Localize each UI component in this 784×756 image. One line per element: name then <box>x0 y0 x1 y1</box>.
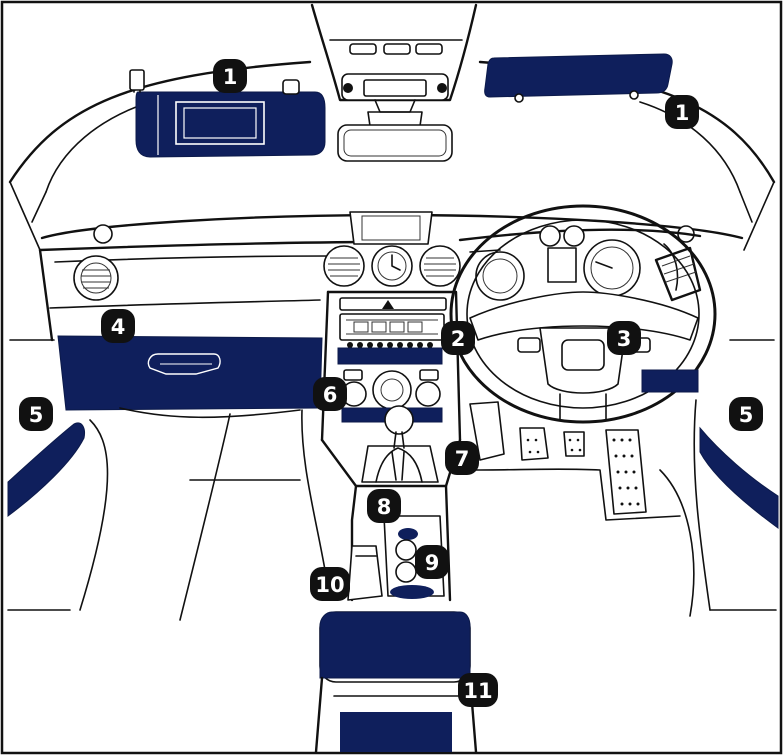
overhead-console <box>310 3 478 127</box>
rear-view-mirror <box>337 124 453 162</box>
instrument-cluster <box>458 225 702 302</box>
floor-and-seats <box>7 339 777 621</box>
callout-badge-door-pocket-right: 5 <box>729 397 763 431</box>
callout-number: 3 <box>617 327 632 351</box>
callout-badge-door-pocket-left: 5 <box>19 397 53 431</box>
callout-badge-cup-holders: 9 <box>415 545 449 579</box>
door-pocket-left <box>7 422 85 518</box>
callout-badge-shape <box>665 95 699 129</box>
door-pocket-right <box>699 426 779 529</box>
armrest-base <box>314 676 478 754</box>
callout-number: 4 <box>111 315 126 339</box>
callout-badge-shape <box>415 545 449 579</box>
glove-box <box>57 335 323 411</box>
callout-badge-console-lower-tray: 6 <box>313 377 347 411</box>
sun-visor-left <box>129 69 326 158</box>
callout-badge-shape <box>607 321 641 355</box>
callout-badge-console-storage-8: 8 <box>367 489 401 523</box>
callout-badge-shape <box>313 377 347 411</box>
steering-wheel <box>449 204 717 424</box>
callout-number: 1 <box>223 65 238 89</box>
callout-number: 6 <box>323 383 338 407</box>
callout-number: 5 <box>739 403 754 427</box>
callout-badge-driver-side-compartment: 3 <box>607 321 641 355</box>
pedals <box>467 401 681 521</box>
callout-number: 11 <box>463 679 492 703</box>
driver-side-compartment <box>641 369 699 393</box>
sun-visor-right <box>484 53 673 103</box>
callout-badge-shape <box>729 397 763 431</box>
callout-badge-dashboard-center-tray: 2 <box>441 321 475 355</box>
gear-lever <box>320 405 462 488</box>
callout-number: 1 <box>675 101 690 125</box>
callout-number: 9 <box>425 551 440 575</box>
callout-number: 7 <box>455 447 470 471</box>
callout-number: 10 <box>315 573 344 597</box>
callout-number: 5 <box>29 403 44 427</box>
dashboard <box>38 211 695 442</box>
callout-badge-shape <box>19 397 53 431</box>
callout-number: 2 <box>451 327 466 351</box>
dashboard-center-tray <box>337 347 443 365</box>
callout-badge-shape <box>310 567 350 601</box>
callout-badge-footwell-storage: 7 <box>445 441 479 475</box>
callout-badge-shape <box>445 441 479 475</box>
callout-badge-sun-visor-left: 1 <box>213 59 247 93</box>
callout-badge-sun-visor-right: 1 <box>665 95 699 129</box>
callout-badge-shape <box>441 321 475 355</box>
callout-badge-shape <box>101 309 135 343</box>
callout-number: 8 <box>377 495 392 519</box>
callout-badge-shape <box>213 59 247 93</box>
callout-badge-shape <box>367 489 401 523</box>
callout-badge-armrest-box: 11 <box>458 673 498 707</box>
callout-badge-shape <box>458 673 498 707</box>
callout-badge-glove-box: 4 <box>101 309 135 343</box>
callout-badge-console-storage-10: 10 <box>310 567 350 601</box>
armrest-box <box>319 611 471 679</box>
